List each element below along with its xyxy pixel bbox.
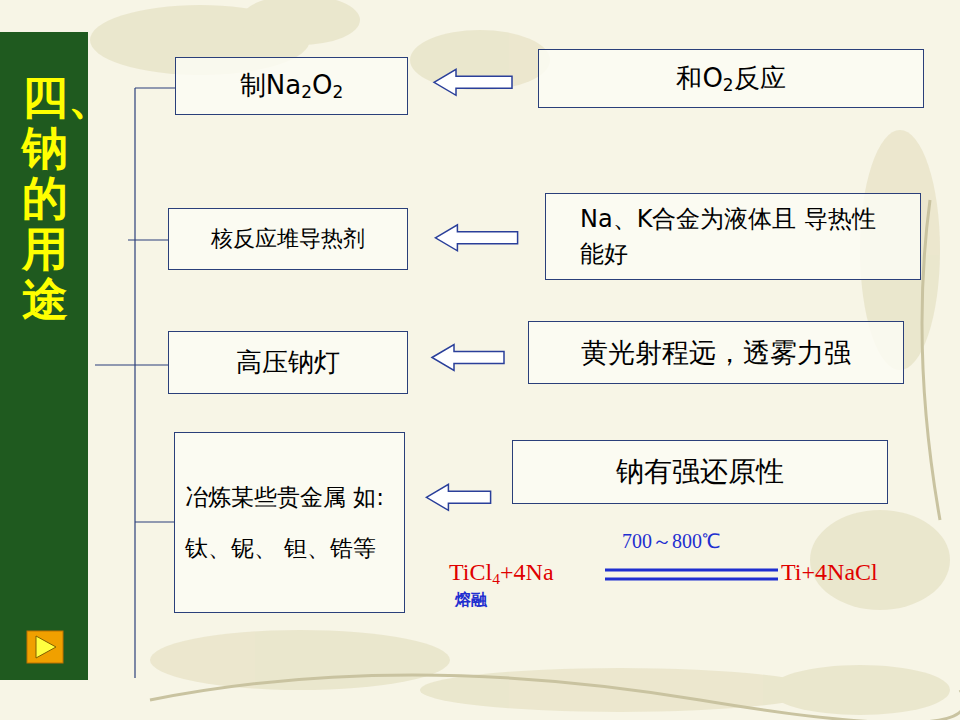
use-box: 黄光射程远，透雾力强	[528, 321, 904, 384]
equation-text: Ti+4NaCl	[781, 559, 878, 586]
use-box: 和O2反应	[538, 49, 924, 108]
equation-text: 熔融	[455, 590, 487, 611]
use-box: 冶炼某些贵金属 如: 钛、铌、 钽、锆等	[174, 432, 405, 613]
play-button	[26, 630, 64, 664]
title-text: 四、钠的用途	[22, 72, 68, 325]
title-band: 四、钠的用途	[0, 32, 88, 680]
use-box: 核反应堆导热剂	[168, 208, 408, 270]
use-box: 钠有强还原性	[512, 440, 888, 504]
bracket-lines	[95, 88, 175, 678]
box-text: 钠有强还原性	[616, 454, 784, 490]
hollow-arrow	[432, 345, 504, 371]
equation-text: 700～800℃	[622, 528, 720, 555]
use-box: 制Na2O2	[175, 57, 408, 115]
hollow-arrow	[435, 225, 517, 251]
box-text: 冶炼某些贵金属 如: 钛、铌、 钽、锆等	[185, 472, 394, 573]
use-box: 高压钠灯	[168, 331, 408, 394]
hollow-arrow	[434, 69, 512, 95]
box-text: 核反应堆导热剂	[211, 225, 365, 254]
hollow-arrow	[426, 484, 490, 510]
use-box: Na、K合金为液体且 导热性能好	[545, 193, 921, 280]
box-text: 制Na2O2	[240, 69, 343, 103]
equation-text: TiCl4+4Na	[449, 559, 554, 586]
floral-texture	[90, 0, 950, 715]
equation-arrow	[605, 570, 778, 579]
box-text: Na、K合金为液体且 导热性能好	[580, 202, 886, 272]
box-text: 黄光射程远，透雾力强	[581, 335, 851, 370]
box-text: 和O2反应	[676, 62, 785, 96]
box-text: 高压钠灯	[236, 346, 340, 380]
